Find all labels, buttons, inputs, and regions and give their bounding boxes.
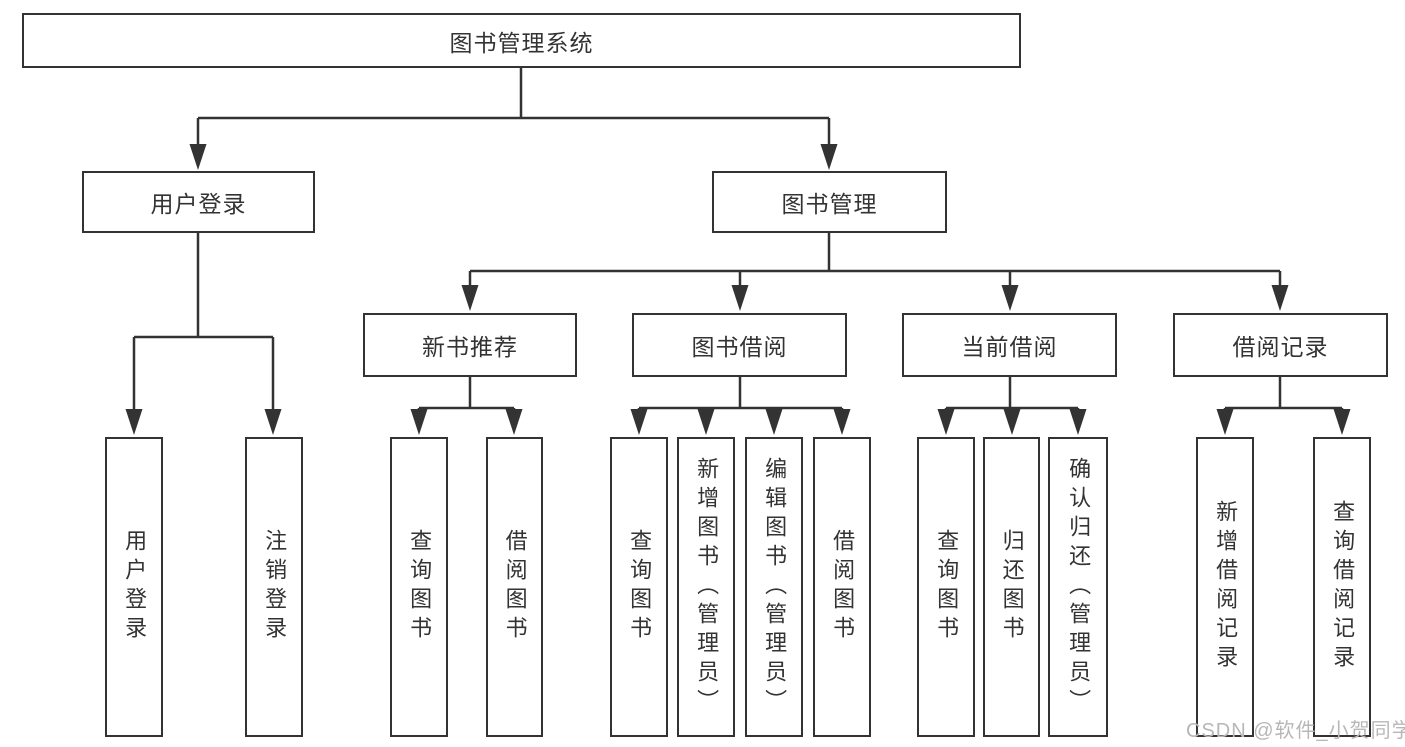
leaf-confirm-return-admin-label: 确认归还（管理员）: [1066, 456, 1092, 718]
leaf-logout-label: 注销登录: [262, 529, 288, 645]
leaf-confirm-return-admin: 确认归还（管理员）: [1048, 437, 1108, 737]
leaf-query-borrow-record: 查询借阅记录: [1313, 437, 1371, 737]
connector-current-borrow-children: [944, 377, 1080, 413]
leaf-query-books-2: 查询图书: [610, 437, 668, 737]
leaf-query-books-3: 查询图书: [917, 437, 975, 737]
node-user-login: 用户登录: [82, 171, 315, 233]
leaf-add-book-admin-label: 新增图书（管理员）: [694, 456, 720, 718]
node-book-management: 图书管理: [712, 171, 947, 233]
connector-book-borrow-children: [637, 377, 844, 413]
leaf-return-book: 归还图书: [983, 437, 1040, 737]
node-book-management-label: 图书管理: [781, 191, 878, 217]
leaf-borrow-books-1: 借阅图书: [486, 437, 543, 737]
connector-user-login-children: [132, 233, 275, 413]
connector-borrow-records-children: [1223, 377, 1344, 413]
leaf-return-book-label: 归还图书: [999, 529, 1025, 645]
node-borrow-records: 借阅记录: [1173, 313, 1388, 377]
leaf-add-borrow-record-label: 新增借阅记录: [1213, 500, 1239, 674]
connector-book-mgmt-children: [468, 233, 1282, 290]
leaf-query-borrow-record-label: 查询借阅记录: [1330, 500, 1356, 674]
leaf-query-books-3-label: 查询图书: [934, 529, 960, 645]
node-book-borrow-label: 图书借阅: [691, 334, 788, 360]
node-new-book-recommend: 新书推荐: [363, 313, 577, 377]
leaf-edit-book-admin: 编辑图书（管理员）: [745, 437, 803, 737]
leaf-add-book-admin: 新增图书（管理员）: [677, 437, 735, 737]
connector-new-book-rec-children: [417, 377, 516, 413]
csdn-watermark: CSDN @软件_小贺同学: [1186, 720, 1405, 742]
node-book-borrow: 图书借阅: [632, 313, 847, 377]
leaf-borrow-books-2: 借阅图书: [813, 437, 871, 737]
node-user-login-label: 用户登录: [150, 191, 247, 217]
leaf-borrow-books-2-label: 借阅图书: [830, 529, 856, 645]
leaf-add-borrow-record: 新增借阅记录: [1196, 437, 1254, 737]
connector-root-to-level2: [196, 68, 831, 148]
node-borrow-records-label: 借阅记录: [1232, 334, 1329, 360]
leaf-query-books-1-label: 查询图书: [407, 529, 433, 645]
node-current-borrow-label: 当前借阅: [961, 334, 1058, 360]
leaf-borrow-books-1-label: 借阅图书: [502, 529, 528, 645]
leaf-logout: 注销登录: [245, 437, 303, 737]
leaf-user-login-label: 用户登录: [122, 529, 148, 645]
leaf-query-books-1: 查询图书: [390, 437, 448, 737]
node-root: 图书管理系统: [22, 13, 1021, 68]
arrowheads: [125, 144, 1351, 435]
node-current-borrow: 当前借阅: [902, 313, 1117, 377]
leaf-query-books-2-label: 查询图书: [627, 529, 653, 645]
leaf-user-login: 用户登录: [105, 437, 163, 737]
node-root-label: 图书管理系统: [449, 29, 594, 56]
node-new-book-recommend-label: 新书推荐: [422, 334, 518, 360]
leaf-edit-book-admin-label: 编辑图书（管理员）: [762, 456, 788, 718]
